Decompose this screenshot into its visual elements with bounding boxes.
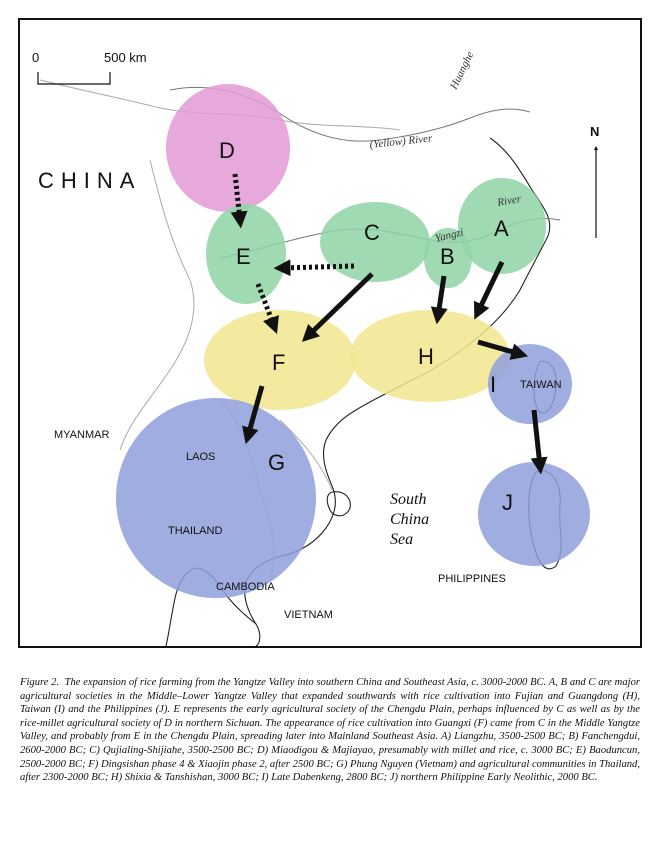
taiwan-label: TAIWAN (520, 379, 562, 391)
vietnam-label: VIETNAM (284, 609, 333, 621)
arrow-C-to-F (301, 272, 374, 342)
region-I-ellipse (488, 344, 572, 424)
caption-label: Figure 2. (20, 677, 60, 688)
hainan-island (326, 491, 351, 517)
thailand-label: THAILAND (168, 525, 222, 537)
region-E-ellipse (206, 204, 286, 304)
caption-text: The expansion of rice farming from the Y… (20, 677, 640, 784)
china-label: CHINA (38, 168, 141, 193)
arrow-A-to-H (474, 260, 505, 320)
region-B-ellipse (424, 228, 472, 288)
philippines-label: PHILIPPINES (438, 573, 506, 585)
arrow-E-to-F (255, 283, 279, 334)
map-frame: D E C B A F H G I J CHINA MYANMAR LAOS T… (18, 18, 642, 648)
sea-label-1: South (390, 491, 426, 508)
region-label-E: E (236, 244, 251, 269)
scale-distance: 500 km (104, 50, 147, 65)
region-label-B: B (440, 244, 455, 269)
region-label-G: G (268, 450, 285, 475)
region-C-ellipse (320, 202, 430, 282)
laos-label: LAOS (186, 451, 215, 463)
region-A-ellipse (458, 178, 546, 274)
figure-caption: Figure 2. The expansion of rice farming … (20, 676, 640, 785)
north-label: N (590, 124, 599, 139)
region-J-ellipse (478, 462, 590, 566)
sea-label-3: Sea (390, 531, 413, 548)
river-label: River (495, 193, 522, 209)
region-G-ellipse (116, 398, 316, 598)
region-label-D: D (219, 138, 235, 163)
cambodia-label: CAMBODIA (216, 581, 275, 593)
region-label-F: F (272, 350, 285, 375)
region-label-J: J (502, 490, 513, 515)
arrow-I-to-J (530, 409, 548, 475)
scale-zero: 0 (32, 50, 39, 65)
myanmar-label: MYANMAR (54, 429, 109, 441)
region-label-A: A (494, 216, 509, 241)
sea-label-2: China (390, 511, 429, 528)
scale-bar (37, 72, 111, 85)
yellow-river-label: (Yellow) River (369, 132, 433, 151)
arrow-D-to-E (230, 173, 248, 229)
region-label-I: I (490, 372, 496, 397)
huanghe-label: Huanghe (447, 50, 476, 93)
region-D-ellipse (166, 84, 290, 212)
arrow-C-to-E (273, 259, 355, 277)
arrow-B-to-H (430, 275, 448, 325)
arrow-F-to-G (242, 385, 265, 445)
region-H-ellipse (350, 310, 510, 402)
arrow-H-to-I (477, 339, 529, 360)
region-label-C: C (364, 220, 380, 245)
map: D E C B A F H G I J CHINA MYANMAR LAOS T… (32, 50, 599, 646)
region-label-H: H (418, 344, 434, 369)
